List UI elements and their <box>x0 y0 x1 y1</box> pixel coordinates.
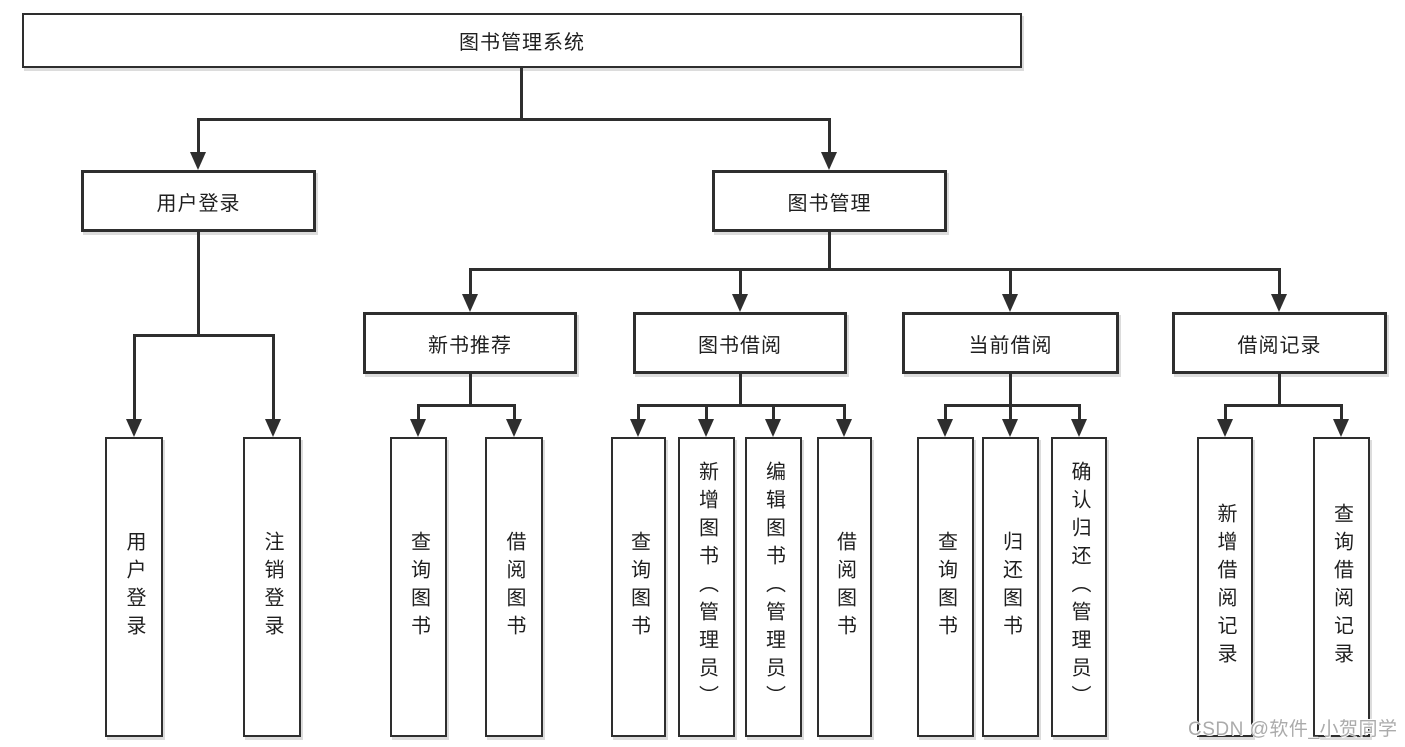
arrowhead-down-icon <box>1071 419 1087 437</box>
connector-line <box>417 404 420 421</box>
arrowhead-down-icon <box>462 294 478 312</box>
connector-line <box>197 118 200 154</box>
connector-root-stem <box>520 68 523 118</box>
node-current-borrowing: 当前借阅 <box>902 312 1119 374</box>
connector-borrowing-rail <box>637 404 845 407</box>
connector-line <box>637 404 640 421</box>
node-library-management-system: 图书管理系统 <box>22 13 1022 68</box>
connector-line <box>705 404 708 421</box>
node-book-management: 图书管理 <box>712 170 947 232</box>
connector-line <box>1224 404 1227 421</box>
leaf-query-books-current: 查询图书 <box>917 437 974 737</box>
leaf-confirm-return-admin: 确认归还（管理员） <box>1051 437 1107 737</box>
connector-line <box>772 404 775 421</box>
leaf-edit-books-admin: 编辑图书（管理员） <box>745 437 802 737</box>
arrowhead-down-icon <box>821 152 837 170</box>
connector-line <box>513 404 516 421</box>
arrowhead-down-icon <box>1002 294 1018 312</box>
node-book-borrowing: 图书借阅 <box>633 312 847 374</box>
connector-line <box>739 268 742 296</box>
connector-user-login-rail <box>133 334 274 337</box>
leaf-query-borrow-record: 查询借阅记录 <box>1313 437 1370 737</box>
leaf-query-books-borrowing: 查询图书 <box>611 437 666 737</box>
watermark: CSDN @软件_小贺同学 <box>1188 719 1398 740</box>
leaf-add-books-admin: 新增图书（管理员） <box>678 437 735 737</box>
leaf-borrow-books-recommend: 借阅图书 <box>485 437 543 737</box>
leaf-return-books: 归还图书 <box>982 437 1039 737</box>
arrowhead-down-icon <box>190 152 206 170</box>
node-new-book-recommendation: 新书推荐 <box>363 312 577 374</box>
connector-line <box>1278 268 1281 296</box>
connector-line <box>1009 404 1012 421</box>
arrowhead-down-icon <box>126 419 142 437</box>
connector-recommend-stem <box>469 374 472 406</box>
connector-records-stem <box>1278 374 1281 406</box>
connector-line <box>843 404 846 421</box>
arrowhead-down-icon <box>765 419 781 437</box>
leaf-logout: 注销登录 <box>243 437 301 737</box>
connector-book-mgmt-stem <box>828 232 831 270</box>
connector-current-rail <box>944 404 1080 407</box>
connector-current-stem <box>1009 374 1012 406</box>
arrowhead-down-icon <box>265 419 281 437</box>
leaf-add-borrow-record: 新增借阅记录 <box>1197 437 1253 737</box>
connector-line <box>469 268 472 296</box>
arrowhead-down-icon <box>1333 419 1349 437</box>
node-borrowing-records: 借阅记录 <box>1172 312 1387 374</box>
leaf-borrow-books-borrowing: 借阅图书 <box>817 437 872 737</box>
node-user-login: 用户登录 <box>81 170 316 232</box>
connector-recommend-rail <box>417 404 516 407</box>
connector-user-login-stem <box>197 232 200 336</box>
connector-line <box>944 404 947 421</box>
connector-book-mgmt-rail <box>469 268 1281 271</box>
arrowhead-down-icon <box>1002 419 1018 437</box>
connector-records-rail <box>1224 404 1343 407</box>
arrowhead-down-icon <box>410 419 426 437</box>
connector-root-rail <box>197 118 831 121</box>
connector-borrowing-stem <box>739 374 742 406</box>
connector-line <box>272 334 275 421</box>
arrowhead-down-icon <box>698 419 714 437</box>
connector-line <box>828 118 831 154</box>
connector-line <box>1009 268 1012 296</box>
arrowhead-down-icon <box>1271 294 1287 312</box>
arrowhead-down-icon <box>506 419 522 437</box>
arrowhead-down-icon <box>732 294 748 312</box>
leaf-query-books-recommend: 查询图书 <box>390 437 447 737</box>
arrowhead-down-icon <box>937 419 953 437</box>
connector-line <box>1078 404 1081 421</box>
arrowhead-down-icon <box>1217 419 1233 437</box>
arrowhead-down-icon <box>836 419 852 437</box>
connector-line <box>1340 404 1343 421</box>
leaf-user-login: 用户登录 <box>105 437 163 737</box>
arrowhead-down-icon <box>630 419 646 437</box>
connector-line <box>133 334 136 421</box>
